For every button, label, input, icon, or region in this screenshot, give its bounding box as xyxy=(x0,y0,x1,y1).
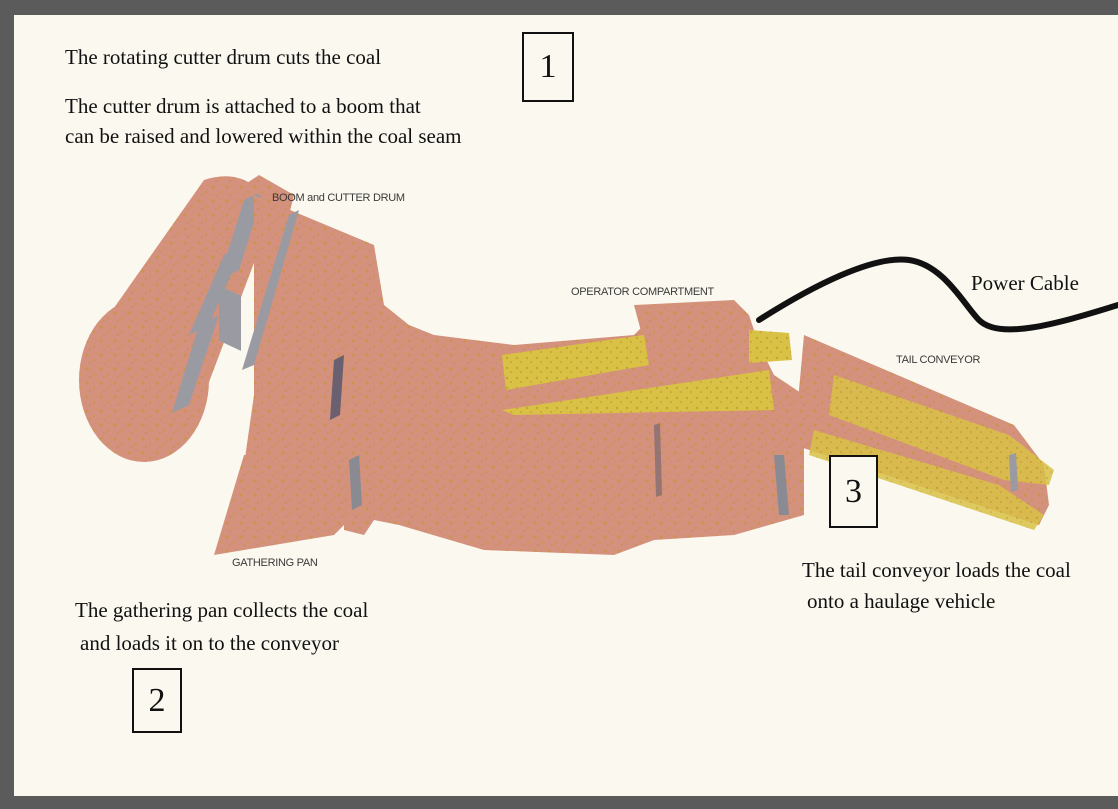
diagram-canvas: BOOM and CUTTER DRUM OPERATOR COMPARTMEN… xyxy=(14,15,1118,796)
label-power-cable: Power Cable xyxy=(971,268,1079,298)
label-tail-conveyor: TAIL CONVEYOR xyxy=(896,354,980,366)
callout-number-1: 1 xyxy=(522,32,574,102)
callout-number-3: 3 xyxy=(829,455,878,528)
callout-3-line-2: onto a haulage vehicle xyxy=(807,586,995,616)
callout-1-line-1: The rotating cutter drum cuts the coal xyxy=(65,42,381,72)
callout-1-line-3: can be raised and lowered within the coa… xyxy=(65,121,462,151)
callout-2-line-1: The gathering pan collects the coal xyxy=(75,595,368,625)
callout-number-2: 2 xyxy=(132,668,182,733)
callout-2-line-2: and loads it on to the conveyor xyxy=(80,628,339,658)
label-gathering-pan: GATHERING PAN xyxy=(232,557,318,569)
cutter-drum xyxy=(79,176,274,462)
gathering-pan-shape xyxy=(214,455,359,555)
callout-1-line-2: The cutter drum is attached to a boom th… xyxy=(65,91,421,121)
label-boom-and-cutter-drum: BOOM and CUTTER DRUM xyxy=(272,192,405,204)
label-operator-compartment: OPERATOR COMPARTMENT xyxy=(571,286,714,298)
callout-3-line-1: The tail conveyor loads the coal xyxy=(802,555,1071,585)
